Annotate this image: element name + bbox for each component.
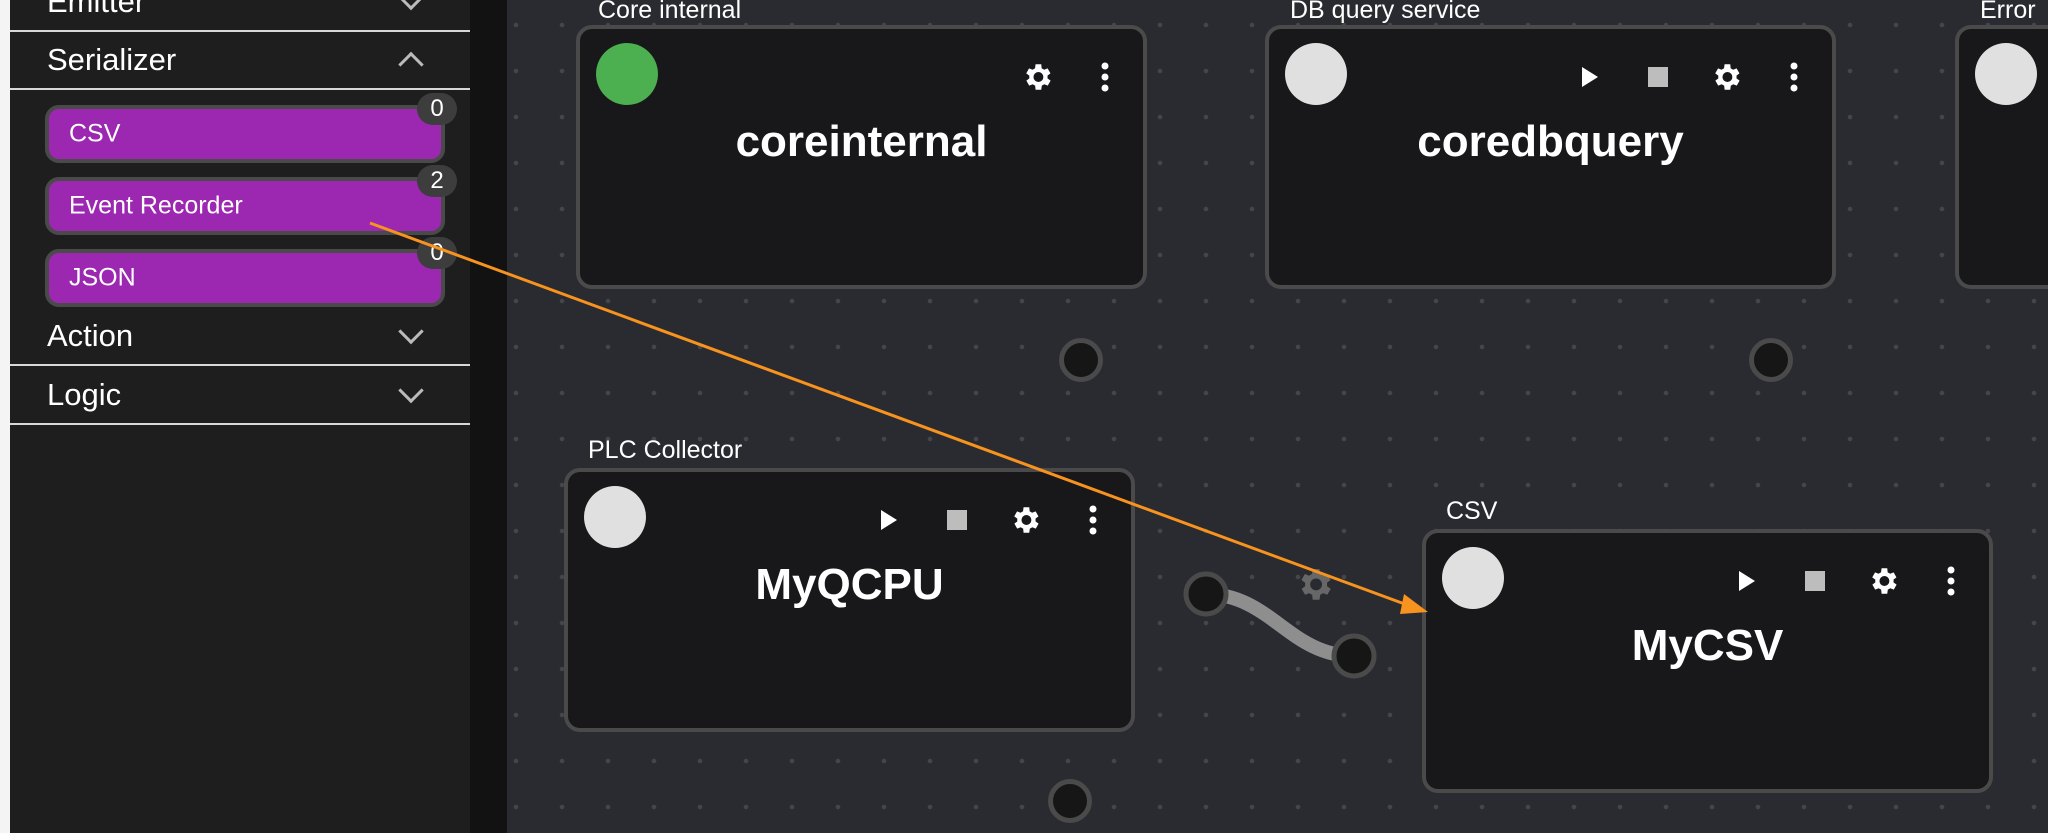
node-type-label: CSV: [1446, 497, 1498, 525]
status-indicator: [1285, 43, 1347, 105]
output-port[interactable]: [1048, 779, 1092, 823]
section-emitter[interactable]: Emitter: [10, 0, 470, 32]
play-icon[interactable]: [1727, 561, 1767, 601]
more-vert-icon[interactable]: [1774, 57, 1814, 97]
section-label: Emitter: [47, 0, 146, 19]
node-name: coredbquery: [1417, 117, 1684, 166]
gear-icon[interactable]: [1706, 57, 1746, 97]
count-badge: 0: [417, 93, 457, 125]
gear-icon[interactable]: [1005, 500, 1045, 540]
more-vert-icon[interactable]: [1931, 561, 1971, 601]
node-name: MyQCPU: [755, 560, 944, 609]
status-indicator: [596, 43, 658, 105]
node-error[interactable]: [1955, 25, 2048, 289]
node-mycsv[interactable]: MyCSV: [1422, 529, 1993, 793]
palette-item-csv[interactable]: CSV 0: [45, 93, 457, 163]
node-name: coreinternal: [735, 117, 988, 166]
section-serializer[interactable]: Serializer: [10, 32, 470, 90]
connection-port: [1331, 633, 1377, 679]
section-logic[interactable]: Logic: [10, 367, 470, 425]
node-type-label: DB query service: [1290, 0, 1481, 24]
node-type-label: Core internal: [598, 0, 742, 24]
play-icon[interactable]: [1570, 57, 1610, 97]
connection-edge: [1205, 587, 1355, 663]
output-port[interactable]: [1749, 338, 1793, 382]
more-vert-icon[interactable]: [1085, 57, 1125, 97]
count-badge: 2: [417, 165, 457, 197]
status-indicator: [1975, 43, 2037, 105]
more-vert-icon[interactable]: [1073, 500, 1113, 540]
node-name: MyCSV: [1631, 621, 1784, 670]
status-indicator: [1442, 547, 1504, 609]
gear-icon[interactable]: [1863, 561, 1903, 601]
status-indicator: [584, 486, 646, 548]
ruler: [0, 0, 10, 833]
item-label: Event Recorder: [69, 191, 243, 220]
arrow-head: [1400, 594, 1428, 614]
section-label: Serializer: [47, 42, 177, 77]
stop-icon[interactable]: [1795, 561, 1835, 601]
item-label: JSON: [69, 263, 136, 292]
drag-arrow: [369, 221, 1411, 608]
node-type-label: Error: [1980, 0, 2036, 24]
section-label: Action: [47, 318, 134, 353]
section-label: Logic: [47, 377, 122, 412]
item-label: CSV: [69, 119, 121, 148]
node-coredbquery[interactable]: coredbquery: [1265, 25, 1836, 289]
play-icon[interactable]: [869, 500, 909, 540]
output-port[interactable]: [1059, 338, 1103, 382]
node-coreinternal[interactable]: coreinternal: [576, 25, 1147, 289]
divider[interactable]: [470, 0, 507, 833]
gear-icon[interactable]: [1017, 57, 1057, 97]
node-type-label: PLC Collector: [588, 436, 743, 464]
section-action[interactable]: Action: [10, 308, 470, 366]
gear-icon: [1301, 569, 1331, 600]
stop-icon[interactable]: [937, 500, 977, 540]
node-myqcpu[interactable]: MyQCPU: [564, 468, 1135, 732]
stop-icon[interactable]: [1638, 57, 1678, 97]
connection-port: [1183, 571, 1229, 617]
